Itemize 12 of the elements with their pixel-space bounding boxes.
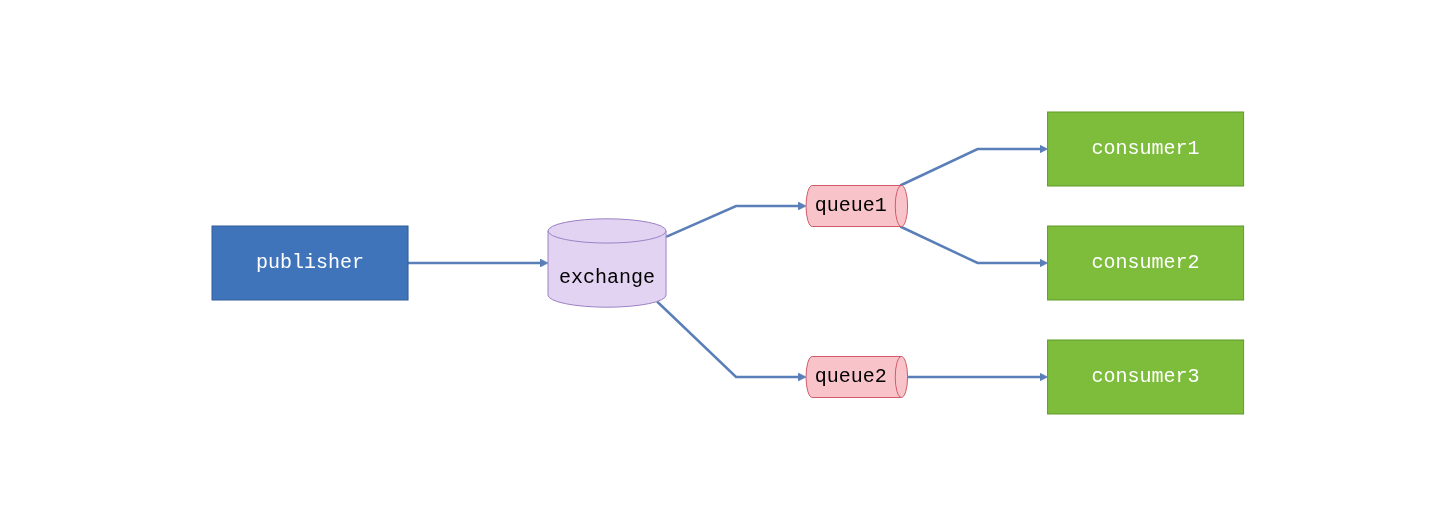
arrow xyxy=(656,300,807,382)
arrow xyxy=(665,201,807,239)
node-text: queue1 xyxy=(814,194,887,217)
node-box: consumer1 xyxy=(1047,111,1245,187)
arrow xyxy=(408,258,549,268)
node-box: consumer2 xyxy=(1047,225,1245,301)
node-text: queue2 xyxy=(814,365,887,388)
arrow xyxy=(899,144,1049,187)
arrow xyxy=(907,372,1049,382)
arrow xyxy=(899,225,1049,268)
node-box: consumer3 xyxy=(1047,339,1245,415)
node-box: publisher xyxy=(211,225,409,301)
